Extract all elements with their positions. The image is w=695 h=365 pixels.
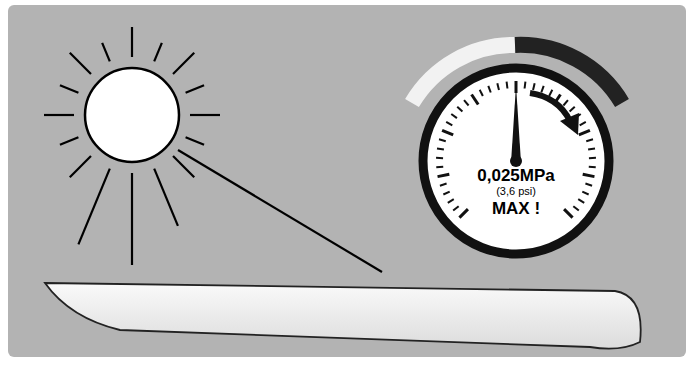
background-panel [8,5,686,357]
warning-text: MAX ! [418,198,614,219]
pressure-value: (3,6 psi) [418,185,614,198]
gauge-text-group: 0,025MPa(3,6 psi)MAX ! [418,166,614,219]
pressure-gauge: 0,025MPa(3,6 psi)MAX ! [418,63,614,259]
sun-symbol [44,27,382,272]
boat-hull [45,283,641,349]
pressure-value: 0,025MPa [418,166,614,185]
gauge-dial [418,63,614,259]
